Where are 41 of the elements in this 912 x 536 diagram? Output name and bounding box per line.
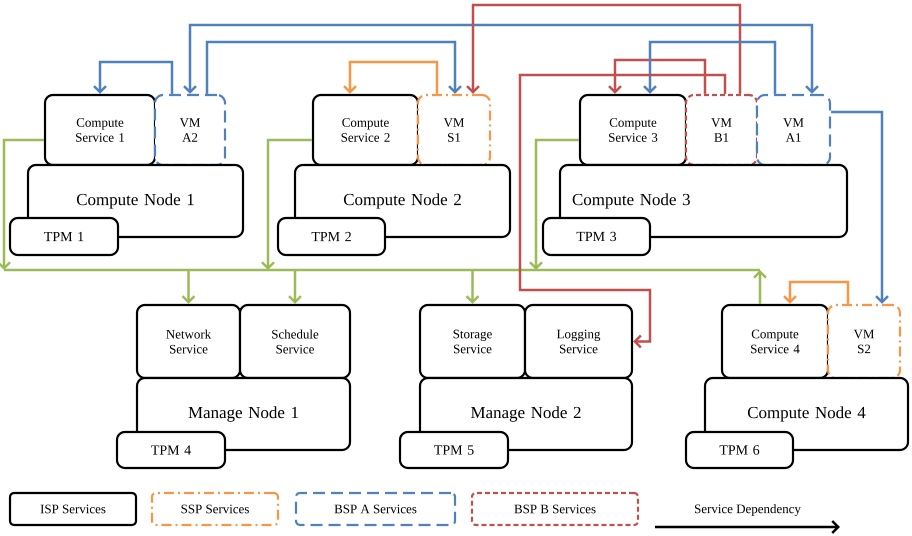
legend-label: Service Dependency	[694, 504, 801, 516]
arrow	[183, 24, 819, 94]
arrow	[753, 270, 767, 304]
legend-box: ISP Services	[8, 492, 138, 526]
arrow	[466, 270, 480, 304]
arrow	[831, 110, 889, 304]
arrow	[466, 4, 742, 94]
service-box: Compute Service 2	[312, 94, 420, 166]
tpm-box: TPM 6	[684, 430, 794, 470]
arrow	[182, 270, 196, 304]
arrow	[529, 138, 579, 270]
arrow	[343, 60, 438, 94]
service-box: Compute Service 4	[720, 304, 830, 380]
arrow	[0, 138, 44, 270]
vm-box: VM A1	[756, 94, 832, 166]
arrow	[518, 74, 726, 348]
service-box: Network Service	[136, 304, 242, 380]
tpm-box: TPM 5	[398, 430, 510, 470]
service-box: Schedule Service	[238, 304, 352, 380]
tpm-box: TPM 1	[8, 216, 120, 256]
vm-box: VM S2	[826, 304, 902, 380]
vm-box: VM A2	[154, 94, 226, 166]
arrow	[643, 40, 776, 94]
service-box: Storage Service	[418, 304, 526, 380]
arrow	[288, 270, 302, 304]
arrow	[261, 138, 312, 270]
legend-box: BSP B Services	[470, 492, 640, 526]
service-box: Logging Service	[524, 304, 634, 380]
arrow	[783, 280, 850, 304]
vm-box: VM S1	[416, 94, 492, 166]
tpm-box: TPM 3	[542, 216, 652, 256]
tpm-box: TPM 2	[276, 216, 386, 256]
arrow	[93, 60, 174, 94]
arrow	[206, 40, 462, 94]
arrow	[608, 58, 706, 94]
legend-box: BSP A Services	[294, 492, 456, 526]
service-box: Compute Service 3	[578, 94, 688, 166]
legend-box: SSP Services	[150, 492, 280, 526]
service-box: Compute Service 1	[44, 94, 156, 166]
tpm-box: TPM 4	[116, 430, 226, 470]
vm-box: VM B1	[684, 94, 758, 166]
